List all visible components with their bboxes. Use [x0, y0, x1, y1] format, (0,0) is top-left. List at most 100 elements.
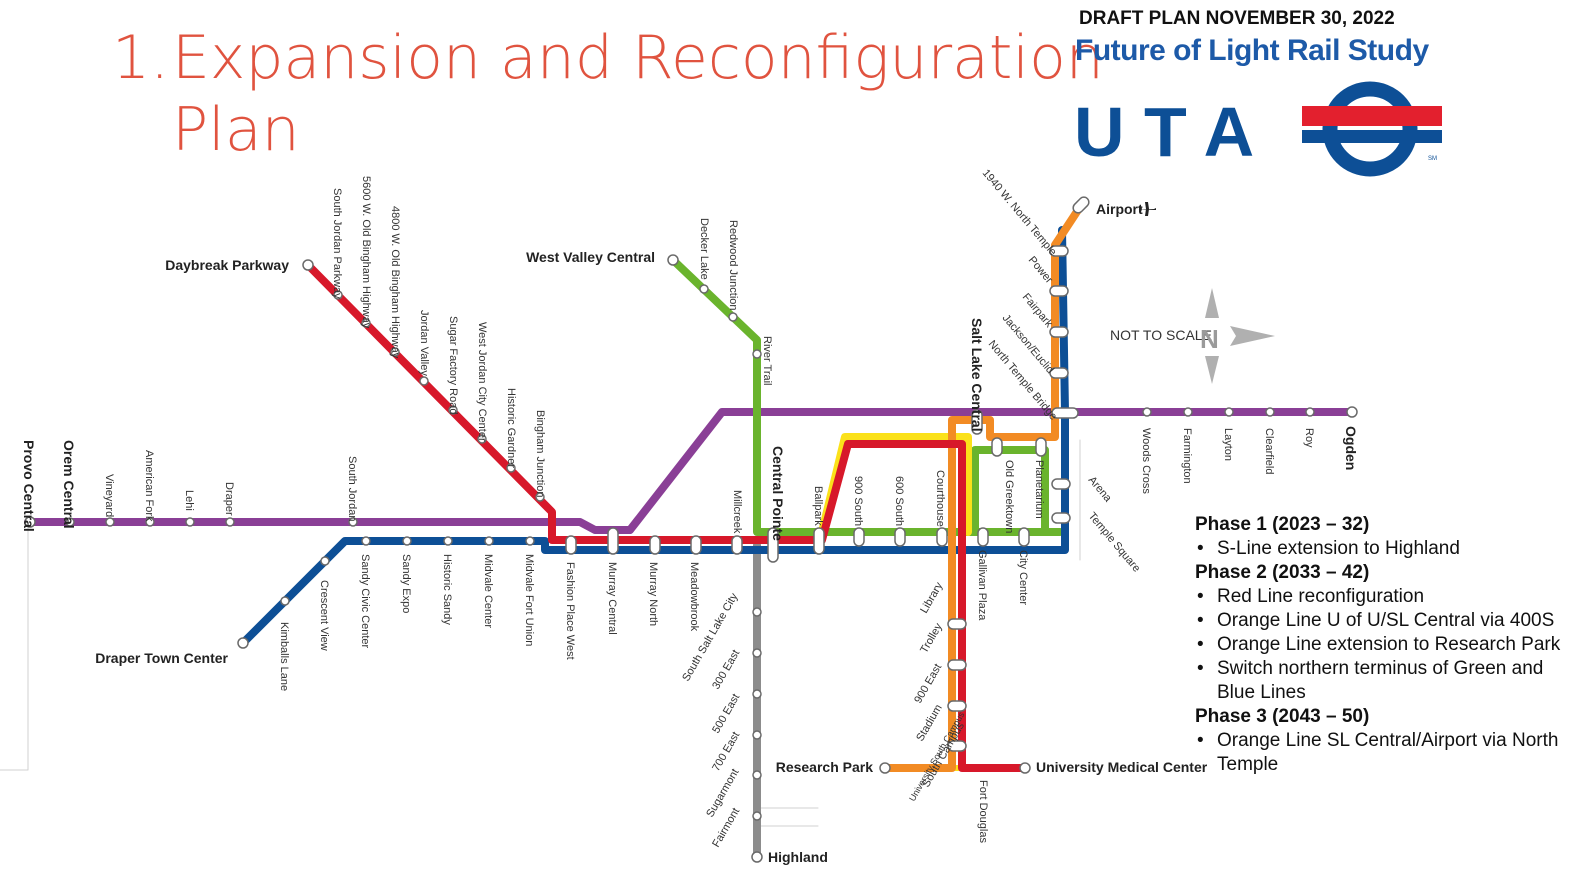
- station-blue-5: [443, 536, 453, 546]
- label-fr-south-4: Draper: [223, 482, 235, 516]
- station-green-3: [752, 349, 762, 359]
- label-uni-1: Library: [918, 580, 945, 616]
- station-trunk-4: [690, 535, 702, 555]
- north-arrow-up: [1205, 288, 1219, 318]
- label-downtown-4: Temple Square: [1086, 510, 1143, 574]
- phase-3-list: Orange Line SL Central/Airport via North…: [1195, 729, 1570, 777]
- station-purple-1: [105, 517, 115, 527]
- label-fr-south-1: Vineyard: [103, 474, 115, 517]
- station-purple-n2: [1183, 407, 1193, 417]
- station-trunk-1: [565, 535, 577, 555]
- label-s-4: 700 East: [710, 730, 742, 774]
- uta-logo-ring: [1322, 81, 1418, 177]
- label-red-6: West Jordan City Center: [476, 322, 488, 442]
- label-green-1: Decker Lake: [698, 218, 710, 280]
- station-s-1: [752, 607, 762, 617]
- station-ogden: [1346, 406, 1358, 418]
- uta-logo-letters: U T A: [1074, 93, 1254, 171]
- station-red-2: [361, 318, 371, 328]
- label-uni-7: Fort Douglas: [977, 780, 989, 843]
- north-arrow-right: [1230, 326, 1275, 346]
- station-orange-4: [1049, 367, 1069, 379]
- label-trunk-4: Meadowbrook: [688, 562, 700, 632]
- phase-2-item: Red Line reconfiguration: [1195, 585, 1570, 609]
- label-red-5: Sugar Factory Road: [447, 316, 459, 414]
- station-purple-n3: [1224, 407, 1234, 417]
- label-blue-5: Historic Sandy: [441, 554, 453, 625]
- draft-date: DRAFT PLAN NOVEMBER 30, 2022: [1079, 8, 1395, 29]
- label-red-1: South Jordan Parkway: [331, 188, 343, 299]
- label-highland: Highland: [768, 849, 828, 865]
- station-west-valley: [667, 254, 679, 266]
- label-orem: Orem Central: [61, 440, 77, 529]
- uta-logo-red-stripe: [1302, 106, 1442, 126]
- station-trunk-11: [1018, 527, 1030, 547]
- station-s-3: [752, 689, 762, 699]
- label-downtown-2: Planetarium: [1033, 460, 1045, 519]
- station-red-6: [477, 434, 487, 444]
- label-green-2: Redwood Junction: [727, 220, 739, 311]
- station-draper-town: [237, 637, 249, 649]
- title-number: 1.: [112, 23, 170, 93]
- station-purple-n5: [1305, 407, 1315, 417]
- not-to-scale-label: NOT TO SCALE: [1110, 327, 1212, 343]
- uta-logo: U T A SM: [1074, 81, 1442, 177]
- station-airport: [1072, 196, 1090, 214]
- label-central-pointe: Central Pointe: [770, 446, 786, 541]
- station-red-5: [448, 405, 458, 415]
- label-trunk-1: Fashion Place West: [564, 562, 576, 660]
- uta-logo-blue-stripe: [1302, 130, 1442, 143]
- label-red-4: Jordan Valley: [418, 310, 430, 376]
- station-uni-4: [947, 740, 967, 752]
- label-fr-north-4: Clearfield: [1263, 428, 1275, 474]
- station-red-8: [535, 492, 545, 502]
- station-planetarium: [1035, 437, 1047, 457]
- phase-3-title: Phase 3 (2043 – 50): [1195, 706, 1370, 727]
- station-purple-n4: [1265, 407, 1275, 417]
- label-orange-3: Fairpark: [1020, 291, 1055, 330]
- north-arrow-down: [1205, 356, 1219, 384]
- label-red-2: 5600 W. Old Bingham Highway: [360, 176, 372, 329]
- phase-2-title: Phase 2 (2033 – 42): [1195, 562, 1370, 583]
- label-trunk-6: Ballpark: [812, 486, 824, 526]
- uta-logo-mark: SM: [1428, 156, 1437, 162]
- label-daybreak: Daybreak Parkway: [165, 257, 289, 273]
- label-uni-2: Trolley: [918, 621, 945, 656]
- station-s-6: [752, 811, 762, 821]
- label-uni-4: Stadium: [914, 703, 945, 744]
- label-provo: Provo Central: [21, 440, 37, 532]
- red-line: [304, 261, 1029, 772]
- station-blue-3: [361, 536, 371, 546]
- station-green-2: [728, 312, 738, 322]
- label-west-valley: West Valley Central: [526, 249, 655, 265]
- label-red-3: 4800 W. Old Bingham Highway: [389, 206, 401, 359]
- station-trunk-central-pointe: [767, 527, 779, 563]
- station-uni-3: [947, 700, 967, 712]
- station-uni-1: [947, 618, 967, 630]
- station-daybreak: [302, 259, 314, 271]
- label-trunk-5: Millcreek: [731, 490, 743, 534]
- phase-2-list: Red Line reconfiguration Orange Line U o…: [1195, 585, 1570, 705]
- station-highland: [751, 851, 763, 863]
- station-purple-2: [145, 517, 155, 527]
- station-blue-4: [402, 536, 412, 546]
- station-red-4: [419, 376, 429, 386]
- label-ogden: Ogden: [1343, 426, 1359, 470]
- station-research-park: [879, 762, 891, 774]
- station-trunk-6: [813, 527, 825, 555]
- north-arrow: N: [1200, 288, 1275, 384]
- label-fr-north-2: Farmington: [1181, 428, 1193, 484]
- label-fr-north-5: Roy: [1303, 428, 1315, 448]
- label-trunk-3: Murray North: [647, 562, 659, 626]
- station-purple-3: [185, 517, 195, 527]
- label-trunk-11: City Center: [1017, 550, 1029, 605]
- station-trunk-10: [977, 527, 989, 547]
- station-purple-orem: [65, 517, 75, 527]
- label-fr-north-1: Woods Cross: [1140, 428, 1152, 494]
- station-uni-2: [947, 659, 967, 671]
- label-airport: Airport: [1096, 201, 1143, 217]
- label-blue-2: Crescent View: [318, 580, 330, 651]
- label-red-8: Bingham Junction: [534, 410, 546, 497]
- station-trunk-3: [649, 535, 661, 555]
